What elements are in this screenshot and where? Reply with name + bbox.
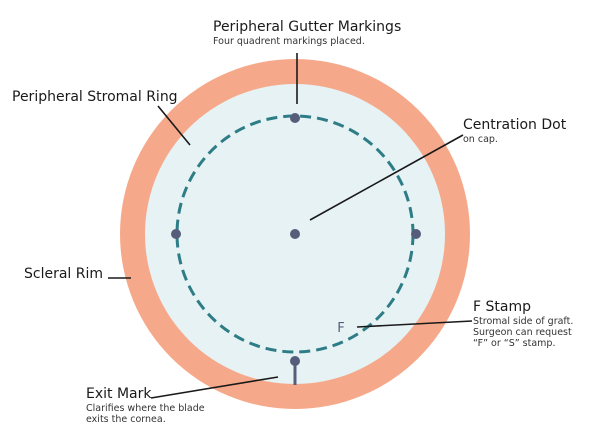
leader-fstamp — [356, 320, 473, 328]
gutter-desc: Four quadrent markings placed. — [213, 35, 365, 47]
gutter-title: Peripheral Gutter Markings — [213, 19, 402, 35]
ring-title: Peripheral Stromal Ring — [12, 89, 178, 105]
leader-exit — [150, 376, 279, 399]
fstamp-title: F Stamp — [473, 299, 531, 315]
dot-title: Centration Dot — [463, 117, 567, 133]
gutter-marking-bottom — [290, 356, 300, 366]
gutter-marking-left — [171, 229, 181, 239]
label-scleral-rim: Scleral Rim — [24, 266, 103, 283]
centration-dot — [290, 229, 300, 239]
leader-dot — [309, 134, 464, 221]
label-f-stamp: F Stamp Stromal side of graft. Surgeon c… — [473, 299, 573, 349]
fstamp-desc-2: Surgeon can request — [473, 326, 572, 338]
gutter-marking-right — [411, 229, 421, 239]
label-centration-dot: Centration Dot on cap. — [463, 117, 566, 145]
fstamp-desc-3: “F” or “S” stamp. — [473, 337, 556, 349]
gutter-marking-top — [290, 113, 300, 123]
label-peripheral-stromal-ring: Peripheral Stromal Ring — [12, 89, 178, 106]
label-peripheral-gutter-markings: Peripheral Gutter Markings Four quadrent… — [213, 19, 401, 47]
label-exit-mark: Exit Mark Clarifies where the blade exit… — [86, 386, 205, 425]
exit-desc-2: exits the cornea. — [86, 413, 166, 425]
f-stamp-letter: F — [337, 321, 344, 336]
exit-desc-1: Clarifies where the blade — [86, 402, 205, 414]
dot-desc: on cap. — [463, 133, 498, 145]
scleral-title: Scleral Rim — [24, 266, 104, 282]
leader-ring — [157, 105, 191, 146]
fstamp-desc-1: Stromal side of graft. — [473, 315, 574, 327]
exit-title: Exit Mark — [86, 386, 152, 402]
